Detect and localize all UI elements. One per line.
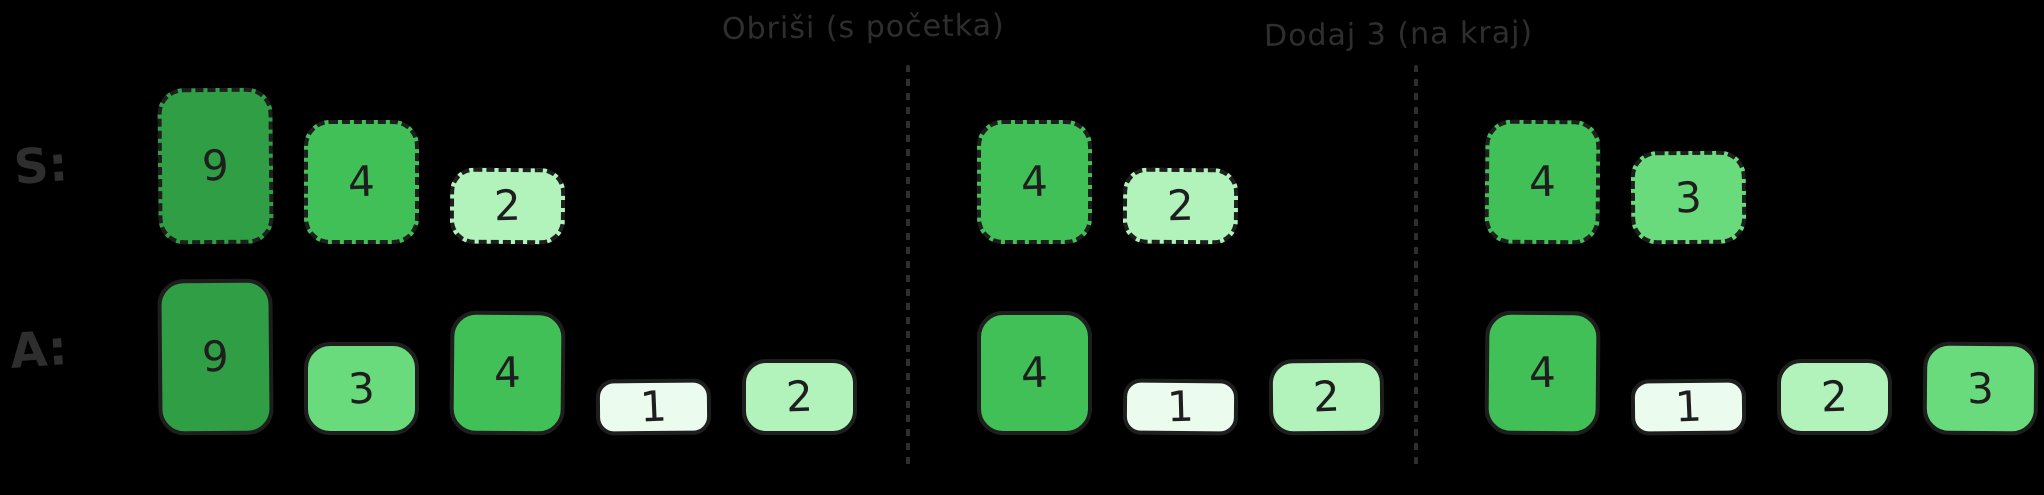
stack-item-box: 3 — [1630, 150, 1747, 245]
operation-label-delete-from-front: Obriši (s početka) — [721, 8, 1005, 47]
box-value: 4 — [1528, 156, 1557, 207]
stack-item-box: 4 — [304, 120, 419, 244]
box-value: 3 — [1674, 171, 1703, 223]
array-row-label: A: — [8, 320, 70, 380]
box-value: 4 — [1020, 156, 1049, 207]
box-value: 4 — [1020, 347, 1049, 398]
box-value: 4 — [1528, 347, 1557, 398]
box-value: 3 — [1966, 363, 1995, 413]
array-item-box: 1 — [595, 378, 712, 436]
stack-item-box: 9 — [157, 87, 274, 245]
box-value: 9 — [201, 331, 230, 382]
dashed-panel-divider — [1414, 65, 1418, 467]
stack-item-box: 2 — [1122, 167, 1239, 245]
box-value: 2 — [1820, 371, 1849, 422]
box-value: 1 — [639, 381, 668, 432]
box-value: 3 — [347, 363, 376, 413]
array-item-box: 2 — [1268, 358, 1385, 436]
box-value: 2 — [785, 371, 814, 422]
array-item-box: 1 — [1630, 378, 1747, 436]
operation-label-append-3: Dodaj 3 (na kraj) — [1263, 15, 1534, 54]
box-value: 2 — [1312, 371, 1341, 422]
array-item-box: 1 — [1122, 378, 1239, 436]
box-value: 1 — [1166, 381, 1195, 432]
box-value: 2 — [493, 180, 522, 231]
array-item-box: 3 — [1922, 341, 2039, 436]
array-item-box: 4 — [449, 310, 566, 436]
box-value: 9 — [201, 140, 230, 191]
dashed-panel-divider — [906, 65, 910, 467]
stack-item-box: 4 — [977, 120, 1092, 244]
array-item-box: 2 — [742, 359, 857, 435]
array-item-box: 4 — [1484, 310, 1601, 436]
array-item-box: 3 — [304, 342, 419, 435]
box-value: 1 — [1674, 381, 1703, 432]
box-value: 4 — [493, 347, 522, 398]
stack-item-box: 2 — [449, 167, 566, 245]
array-item-box: 9 — [157, 278, 274, 436]
box-value: 2 — [1166, 180, 1195, 231]
array-item-box: 2 — [1777, 359, 1892, 435]
box-value: 4 — [347, 156, 376, 207]
array-item-box: 4 — [977, 311, 1092, 435]
stack-row-label: S: — [12, 136, 70, 196]
stack-item-box: 4 — [1484, 119, 1601, 245]
